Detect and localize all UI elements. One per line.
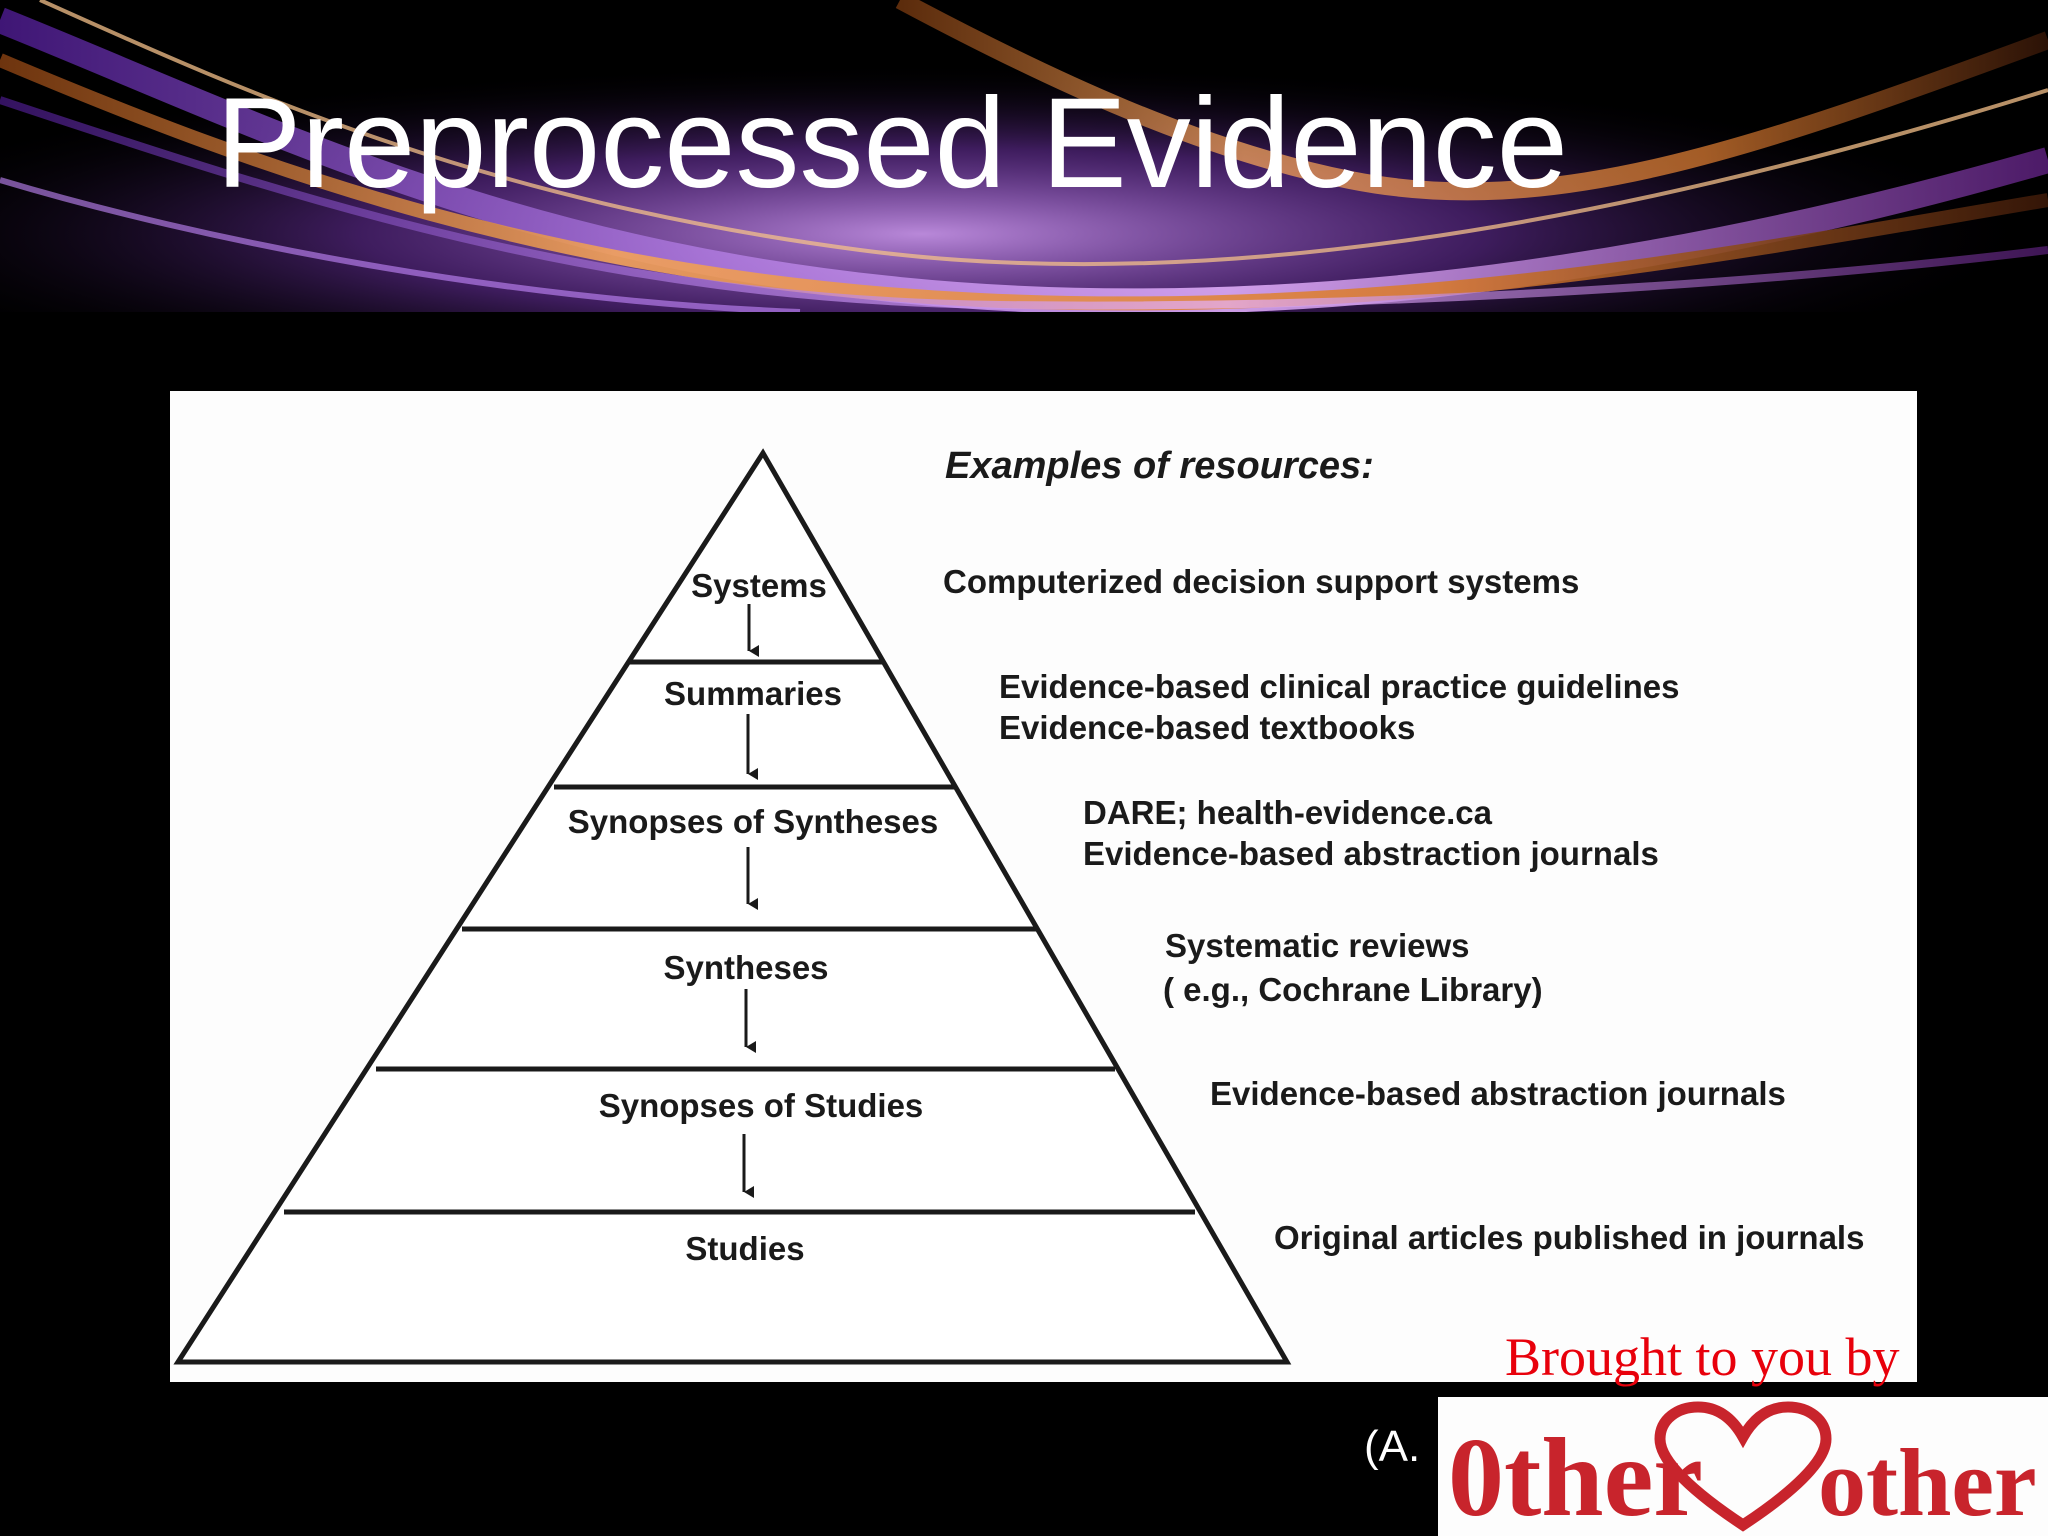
tier-label-summaries: Summaries — [664, 675, 842, 712]
tier-label-systems: Systems — [691, 567, 827, 604]
tier-label-studies: Studies — [685, 1230, 804, 1267]
citation-text: (A. — [1364, 1422, 1421, 1471]
slide-title: Preprocessed Evidence — [216, 72, 1568, 215]
logo-word-right: other — [1818, 1429, 2037, 1536]
resource-example: Evidence-based clinical practice guideli… — [999, 668, 1679, 705]
pyramid-diagram: Systems Summaries Synopses of Syntheses … — [173, 445, 1864, 1365]
tier-label-synopses-of-syntheses: Synopses of Syntheses — [568, 803, 938, 840]
header-banner — [0, 0, 2048, 312]
resources-heading: Examples of resources: — [945, 445, 1374, 487]
logo-graphic: 0ther other — [1448, 1401, 2037, 1536]
resource-example: Evidence-based textbooks — [999, 709, 1415, 746]
resource-example: ( e.g., Cochrane Library) — [1163, 971, 1543, 1008]
brought-by-text: Brought to you by — [1505, 1327, 1900, 1387]
tier-label-synopses-of-studies: Synopses of Studies — [599, 1087, 924, 1124]
resource-example: Original articles published in journals — [1274, 1219, 1864, 1256]
tier-label-syntheses: Syntheses — [663, 949, 828, 986]
heart-icon — [1654, 1401, 1832, 1532]
banner-swoosh-graphic — [0, 0, 2048, 312]
pyramid-outline — [173, 448, 1292, 1365]
resource-example: Evidence-based abstraction journals — [1083, 835, 1659, 872]
resource-example: Computerized decision support systems — [943, 563, 1579, 600]
resource-example: DARE; health-evidence.ca — [1083, 794, 1493, 831]
resource-example: Evidence-based abstraction journals — [1210, 1075, 1786, 1112]
evidence-pyramid-figure: Systems Summaries Synopses of Syntheses … — [170, 391, 1917, 1382]
other-mother-logo: 0ther other — [1438, 1397, 2048, 1536]
resource-example: Systematic reviews — [1165, 927, 1470, 964]
